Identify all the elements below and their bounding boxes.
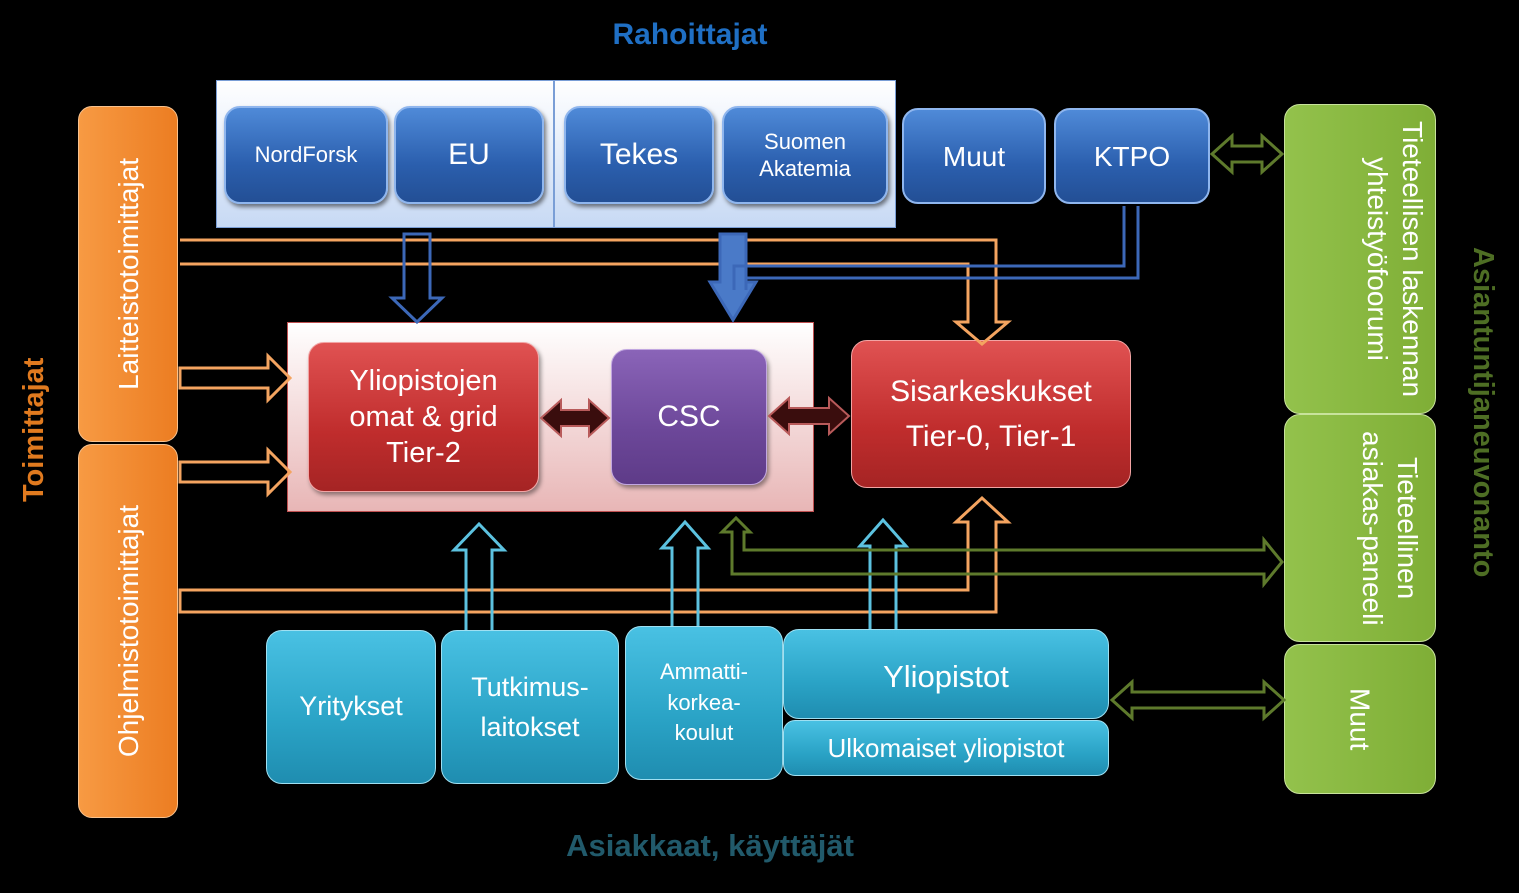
software-to-sister-arrow xyxy=(178,495,1012,614)
yritykset-box: Yritykset xyxy=(266,630,436,784)
forum-label: Tieteellisen laskennan yhteistyöfoorumi xyxy=(1362,120,1428,398)
universities-muut-double-arrow xyxy=(1109,678,1287,722)
hardware-to-sister-arrow xyxy=(180,238,1013,346)
tutkimuslaitokset-box: Tutkimus-laitokset xyxy=(441,630,619,784)
research-to-tier2-arrow xyxy=(450,521,508,630)
ktpo-box: KTPO xyxy=(1054,108,1210,204)
csc-sister-double-arrow xyxy=(767,395,851,437)
ulkomaiset-yliopistot-box: Ulkomaiset yliopistot xyxy=(783,720,1109,776)
universities-to-sister-arrow xyxy=(856,517,910,629)
forum-box: Tieteellisen laskennan yhteistyöfoorumi xyxy=(1284,104,1436,414)
advisory-title: Asiantuntijaneuvonanto xyxy=(1467,246,1499,578)
software-suppliers-box: Ohjelmistotoimittajat xyxy=(78,444,178,818)
tekes-box: Tekes xyxy=(564,106,714,204)
ktpo-forum-double-arrow xyxy=(1209,132,1285,176)
ktpo-to-csc-line xyxy=(732,206,1140,290)
software-to-tier2-arrow xyxy=(178,446,293,498)
amk-to-csc-arrow xyxy=(658,519,712,626)
eu-to-tier2-arrow xyxy=(388,232,446,325)
sister-centers-box: Sisarkeskukset Tier-0, Tier-1 xyxy=(851,340,1131,488)
muut-funder-box: Muut xyxy=(902,108,1046,204)
hardware-suppliers-box: Laitteistotoimittajat xyxy=(78,106,178,442)
amk-box: Ammatti-korkea-koulut xyxy=(625,626,783,780)
muut-advisory-box: Muut xyxy=(1284,644,1436,794)
customers-title: Asiakkaat, käyttäjät xyxy=(566,828,854,863)
hardware-to-tier2-arrow xyxy=(178,352,293,404)
eu-box: EU xyxy=(394,106,544,204)
customer-panel-box: Tieteellinen asiakas-paneeli xyxy=(1284,414,1436,642)
tier2-box: Yliopistojen omat & grid Tier-2 xyxy=(308,342,539,492)
customer-panel-label: Tieteellinen asiakas-paneeli xyxy=(1357,430,1423,626)
tier2-csc-double-arrow xyxy=(539,397,611,439)
nordforsk-box: NordForsk xyxy=(224,106,388,204)
csc-panel-double-arrow xyxy=(718,515,1284,589)
muut-advisory-label: Muut xyxy=(1344,687,1376,751)
csc-box: CSC xyxy=(611,349,767,485)
suomen-akatemia-box: Suomen Akatemia xyxy=(722,106,888,204)
funders-title: Rahoittajat xyxy=(612,18,768,51)
yliopistot-box: Yliopistot xyxy=(783,629,1109,719)
